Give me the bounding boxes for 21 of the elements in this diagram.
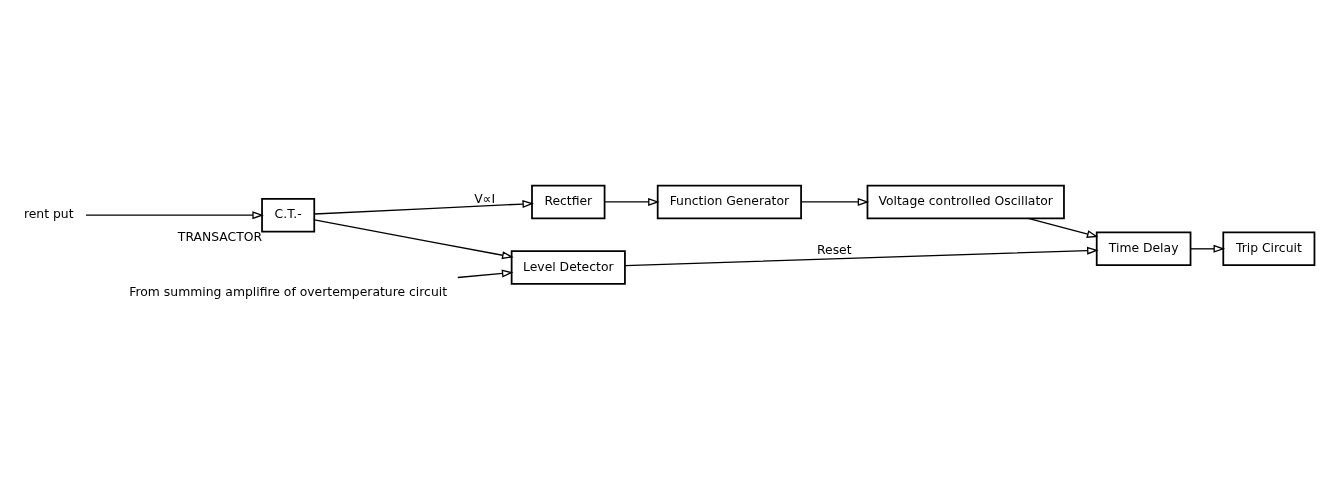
- edge-label: Reset: [816, 242, 852, 258]
- node-box: Trip Circuit: [1222, 231, 1316, 267]
- node-box: Time Delay: [1095, 231, 1192, 267]
- node-box: C.T.-: [261, 197, 316, 233]
- arrow: [604, 197, 660, 206]
- node-text: From summing amplifire of overtemperature circuit: [129, 284, 448, 300]
- node-text: rent put: [23, 206, 74, 222]
- arrow: [313, 200, 534, 215]
- node-box: Function Generator: [656, 184, 802, 220]
- arrow: [313, 219, 514, 260]
- node-label: TRANSACTOR: [177, 229, 263, 245]
- node-box: Level Detector: [510, 250, 626, 285]
- arrow: [624, 246, 1099, 267]
- arrow: [1190, 244, 1226, 253]
- arrow: [85, 211, 264, 220]
- arrow: [457, 269, 514, 279]
- node-box: Rectfier: [531, 184, 606, 220]
- arrow: [1027, 217, 1099, 238]
- node-box: Voltage controlled Oscillator: [866, 184, 1065, 220]
- edge-label: V∝I: [474, 190, 496, 206]
- arrow: [800, 197, 870, 206]
